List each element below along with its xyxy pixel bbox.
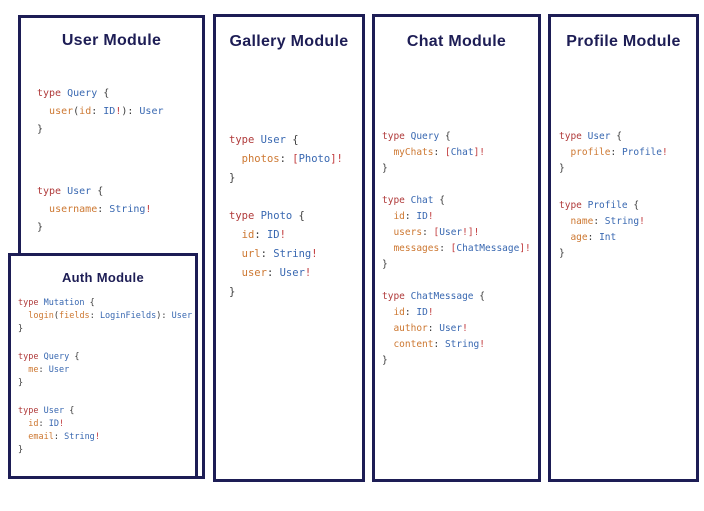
code-line: } — [18, 324, 24, 334]
code-block: type User { profile: Profile!} — [559, 129, 696, 177]
code-profile: type User { profile: Profile!}type Profi… — [559, 129, 696, 262]
code-block: type Query { myChats: [Chat]!} — [382, 129, 538, 177]
module-title-auth: Auth Module — [61, 270, 144, 285]
code-gallery: type User { photos: [Photo]!}type Photo … — [229, 131, 362, 302]
code-line: } — [559, 248, 565, 259]
code-chat: type Query { myChats: [Chat]!}type Chat … — [382, 129, 538, 369]
code-line: messages: [ChatMessage]! — [393, 243, 531, 254]
code-line: } — [382, 355, 388, 366]
code-line: url: String! — [241, 248, 318, 260]
code-line: username: String! — [49, 204, 152, 215]
code-block: type Profile { name: String! age: Int} — [559, 198, 696, 262]
code-line: type Profile { — [559, 200, 640, 211]
module-box-profile: Profile Module type User { profile: Prof… — [548, 14, 699, 482]
code-line: } — [37, 124, 44, 135]
module-title-profile: Profile Module — [566, 33, 681, 50]
code-line: content: String! — [393, 339, 486, 350]
module-box-gallery: Gallery Module type User { photos: [Phot… — [213, 14, 365, 482]
code-line: me: User — [28, 365, 70, 375]
code-line: name: String! — [570, 216, 645, 227]
code-line: id: ID! — [393, 307, 434, 318]
code-line: id: ID! — [241, 229, 286, 241]
code-block: type Query { me: User} — [18, 351, 195, 390]
module-title-user: User Module — [61, 32, 162, 49]
code-block: type Mutation { login(fields: LoginField… — [18, 297, 195, 336]
code-line: type Query { — [37, 88, 110, 99]
module-box-chat: Chat Module type Query { myChats: [Chat]… — [372, 14, 541, 482]
code-line: photos: [Photo]! — [241, 153, 343, 165]
code-line: login(fields: LoginFields): User — [28, 311, 193, 321]
code-line: age: Int — [570, 232, 617, 243]
module-box-auth: Auth Module type Mutation { login(fields… — [8, 253, 198, 479]
code-line: } — [229, 286, 236, 298]
code-user: type Query { user(id: ID!): User}type Us… — [37, 85, 202, 237]
code-line: type Photo { — [229, 210, 305, 222]
code-line: type User { — [229, 134, 299, 146]
module-title-chat: Chat Module — [406, 33, 507, 50]
code-line: type Query { — [382, 131, 451, 142]
code-line: } — [229, 172, 236, 184]
code-block: type Query { user(id: ID!): User} — [37, 85, 202, 139]
code-line: author: User! — [393, 323, 468, 334]
code-line: user: User! — [241, 267, 312, 279]
code-block: type User { photos: [Photo]!} — [229, 131, 362, 188]
code-line: } — [382, 259, 388, 270]
code-line: } — [18, 378, 24, 388]
code-line: type User { — [37, 186, 104, 197]
code-line: profile: Profile! — [570, 147, 668, 158]
code-line: type Query { — [18, 352, 80, 362]
code-line: type Mutation { — [18, 298, 95, 308]
code-line: email: String! — [28, 432, 100, 442]
code-line: } — [18, 445, 24, 455]
code-block: type ChatMessage { id: ID! author: User!… — [382, 289, 538, 369]
code-block: type Chat { id: ID! users: [User!]! mess… — [382, 193, 538, 273]
code-line: } — [382, 163, 388, 174]
code-line: id: ID! — [28, 419, 65, 429]
code-block: type User { username: String!} — [37, 183, 202, 237]
code-line: } — [37, 222, 44, 233]
code-auth: type Mutation { login(fields: LoginField… — [18, 297, 195, 457]
code-line: type Chat { — [382, 195, 445, 206]
code-line: type User { — [18, 406, 75, 416]
code-block: type User { id: ID! email: String!} — [18, 405, 195, 457]
code-line: type User { — [559, 131, 622, 142]
code-line: myChats: [Chat]! — [393, 147, 486, 158]
code-line: users: [User!]! — [393, 227, 480, 238]
code-line: user(id: ID!): User — [49, 106, 164, 117]
code-block: type Photo { id: ID! url: String! user: … — [229, 207, 362, 302]
module-title-gallery: Gallery Module — [229, 33, 349, 50]
code-line: id: ID! — [393, 211, 434, 222]
code-line: } — [559, 163, 565, 174]
code-line: type ChatMessage { — [382, 291, 485, 302]
